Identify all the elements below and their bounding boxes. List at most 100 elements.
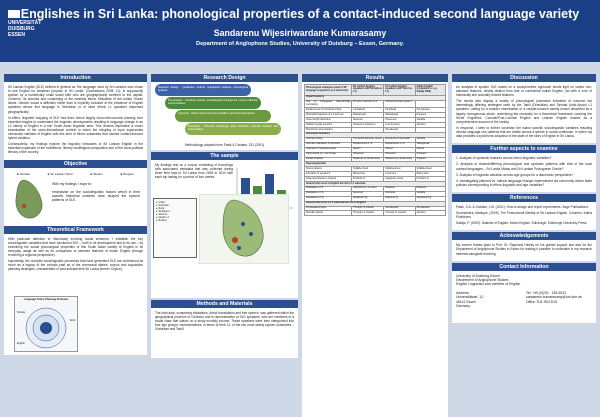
legend-entry: Urban [156,201,194,204]
poster-affiliation: Department of Anglophone Studies, Univer… [196,41,404,47]
discussion-paragraph: An analysis of spoken SLE based on a soc… [456,85,592,98]
design-step: Pre-Analysis · Literature reviews, socio… [165,97,261,109]
contact-email[interactable]: sandarenu.kumarasamy@uni-due.de [526,295,582,300]
legend-entry: Rural [156,207,194,210]
legend-entry: Tamil L1 [156,213,194,216]
legend-item: Sri Lankan Tamil [48,172,72,176]
results-header-cell: Sri Lankan English (speakers with Sinhal… [351,84,385,96]
reference-item: Pasik, S.A. & Graham, J.M. (2001). How t… [456,205,589,210]
legend-item: Burgher [121,172,134,176]
methods-panel: The total data, comprising elicitations,… [151,308,298,359]
objective-text-2: emphasise on the sociolinguistic factors… [52,189,140,203]
results-row: Use of Portuguese Elan-Sinhala contrasti… [303,99,447,109]
legend-item: Muslim [90,172,103,176]
legend-entry: Suburban [156,204,194,207]
sample-map-figure [199,194,289,265]
objective-text: With my findings I hope to: emphasise on… [52,182,140,203]
poster-header: UNIVERSITÄT DUISBURG ESSEN Englishes in … [0,0,600,62]
policy-diagram: Language Policy Planning Schemas Sinhala… [14,295,78,352]
framework-title: Theoretical Framework [4,225,147,234]
objective-legend: Sinhala Sri Lankan Tamil Muslim Burgher [8,171,143,178]
logo-line: UNIVERSITÄT [8,20,42,26]
poster-body: Introduction Sri Lankan English (SLE) de… [0,62,600,417]
results-cell: Shortened vowel system [383,99,416,109]
discussion-panel: An analysis of spoken SLE based on a soc… [452,82,596,144]
objective-panel: Sinhala Sri Lankan Tamil Muslim Burgher … [4,167,147,226]
results-cell: Retroflex lateral [303,210,353,217]
results-header-row: Phonological strategies (used in SP lang… [303,84,447,96]
policy-diagram-title: Language Policy Planning Schemas [23,297,69,301]
policy-label: Sinhala [17,310,25,314]
legend-entry: Muslim L1 [156,216,194,219]
research-design-title: Research Design [151,74,298,82]
policy-label: Tamil [69,318,75,322]
acknowledgements-panel: My sincere thanks goes to Prof. Dr. Raym… [452,240,596,261]
introduction-paragraph: Sri Lankan English (SLE) defined in gene… [8,85,143,114]
address-line: Germany. [456,304,471,309]
introduction-panel: Sri Lankan English (SLE) defined in gene… [4,82,147,160]
results-row: Vowel Inventory [304,94,446,101]
results-cell: Through L1 transfer [351,210,385,217]
results-table: Phonological strategies (used in SP lang… [303,84,447,217]
methods-title: Methods and Materials [151,300,298,309]
discussion-paragraph: In response, I seek to further scrutinis… [456,125,592,139]
results-title: Results [302,74,448,82]
references-title: References [452,194,596,203]
reference-item: Sailaja, P. (2009). Dialects of English:… [456,221,588,226]
contact-title: Contact Information [452,262,596,271]
poster-title: Englishes in Sri Lanka: phonological pro… [20,7,580,21]
contact-panel: University of Duisburg-Essen Department … [452,270,596,323]
results-header-cell: Indian English (compared to, e.g. Sailaj… [414,84,447,96]
framework-panel: With particular attention to historicall… [4,233,147,355]
reference-item: Gunesekera, Manique. (2005). The Postcol… [456,211,592,220]
address-line: Universitätsstr. 12, [456,295,484,300]
column-right: Discussion An analysis of spoken SLE bas… [452,74,596,323]
research-design-caption: Methodology adopted from Pasik & Graham,… [151,142,298,151]
column-middle-right: Results Phonological strategies (used in… [302,74,448,417]
further-question: 4. Investigating planned vs. natural lan… [456,178,592,188]
results-group-cell: Vowel Inventory [304,94,446,101]
contact-line: English Linguistics and Varieties of Eng… [456,282,521,287]
methods-legend: Urban Suburban Rural Sinhala L1 Tamil L1… [153,198,197,259]
introduction-paragraph: Consequently, my findings explore the li… [8,142,143,155]
further-title: Further aspects to examine [452,145,596,154]
legend-entry: Sinhala L1 [156,210,194,213]
further-question: 2. Analysis of shared/differing phonolog… [456,162,592,171]
sample-panel: My findings rest on a corpus consisting … [151,160,298,299]
acknowledgements-title: Acknowledgements [452,232,596,241]
logo-line: ESSEN [8,32,25,38]
contact-tel: Tel: +49 (0)201 - 183 4523 [526,290,566,295]
framework-paragraph: Importantly, the complex sociolinguistic… [8,258,143,272]
column-left: Introduction Sri Lankan English (SLE) de… [4,74,147,355]
legend-entry: Burgher [156,219,194,222]
logo-line: DUISBURG [8,26,35,32]
introduction-title: Introduction [4,74,147,82]
methods-text: The total data, comprising elicitations,… [155,311,294,332]
contact-office: Office: R11 R04 D15 [526,299,557,304]
address-line: 45141 Essen [456,299,476,304]
results-header-cell: Sri Lankan English (speakers with Tamil … [383,84,416,96]
results-header-cell: Phonological strategies (used in SP lang… [303,84,353,96]
design-step: Approach · Ethnic and community identifi… [175,110,271,122]
contact-line: Department of Anglophone Studies [456,278,509,283]
column-middle-left: Research Design Research Design · Qualit… [151,74,298,359]
acknowledgements-text: My sincere thanks goes to Prof. Dr. Raym… [456,243,592,256]
discussion-title: Discussion [452,74,596,82]
sample-text: My findings rest on a corpus consisting … [155,163,233,180]
design-step: Research Design · Qualitative method, qu… [155,84,251,96]
results-panel: Phonological strategies (used in SP lang… [302,82,448,417]
objective-text-1: With my findings I hope to: [52,181,92,186]
further-question: 1. Analysis of syntactic features across… [456,156,552,161]
sri-lanka-map-icon [15,179,43,218]
further-question: 3. Analysis of linguistic variation acro… [456,172,574,177]
legend-item: Sinhala [17,172,30,176]
address-label: Address: [456,290,470,295]
contact-line: University of Duisburg-Essen [456,273,500,278]
university-logo: UNIVERSITÄT DUISBURG ESSEN [8,10,52,38]
logo-mark-icon [8,10,20,18]
sample-title: The sample [151,152,298,161]
